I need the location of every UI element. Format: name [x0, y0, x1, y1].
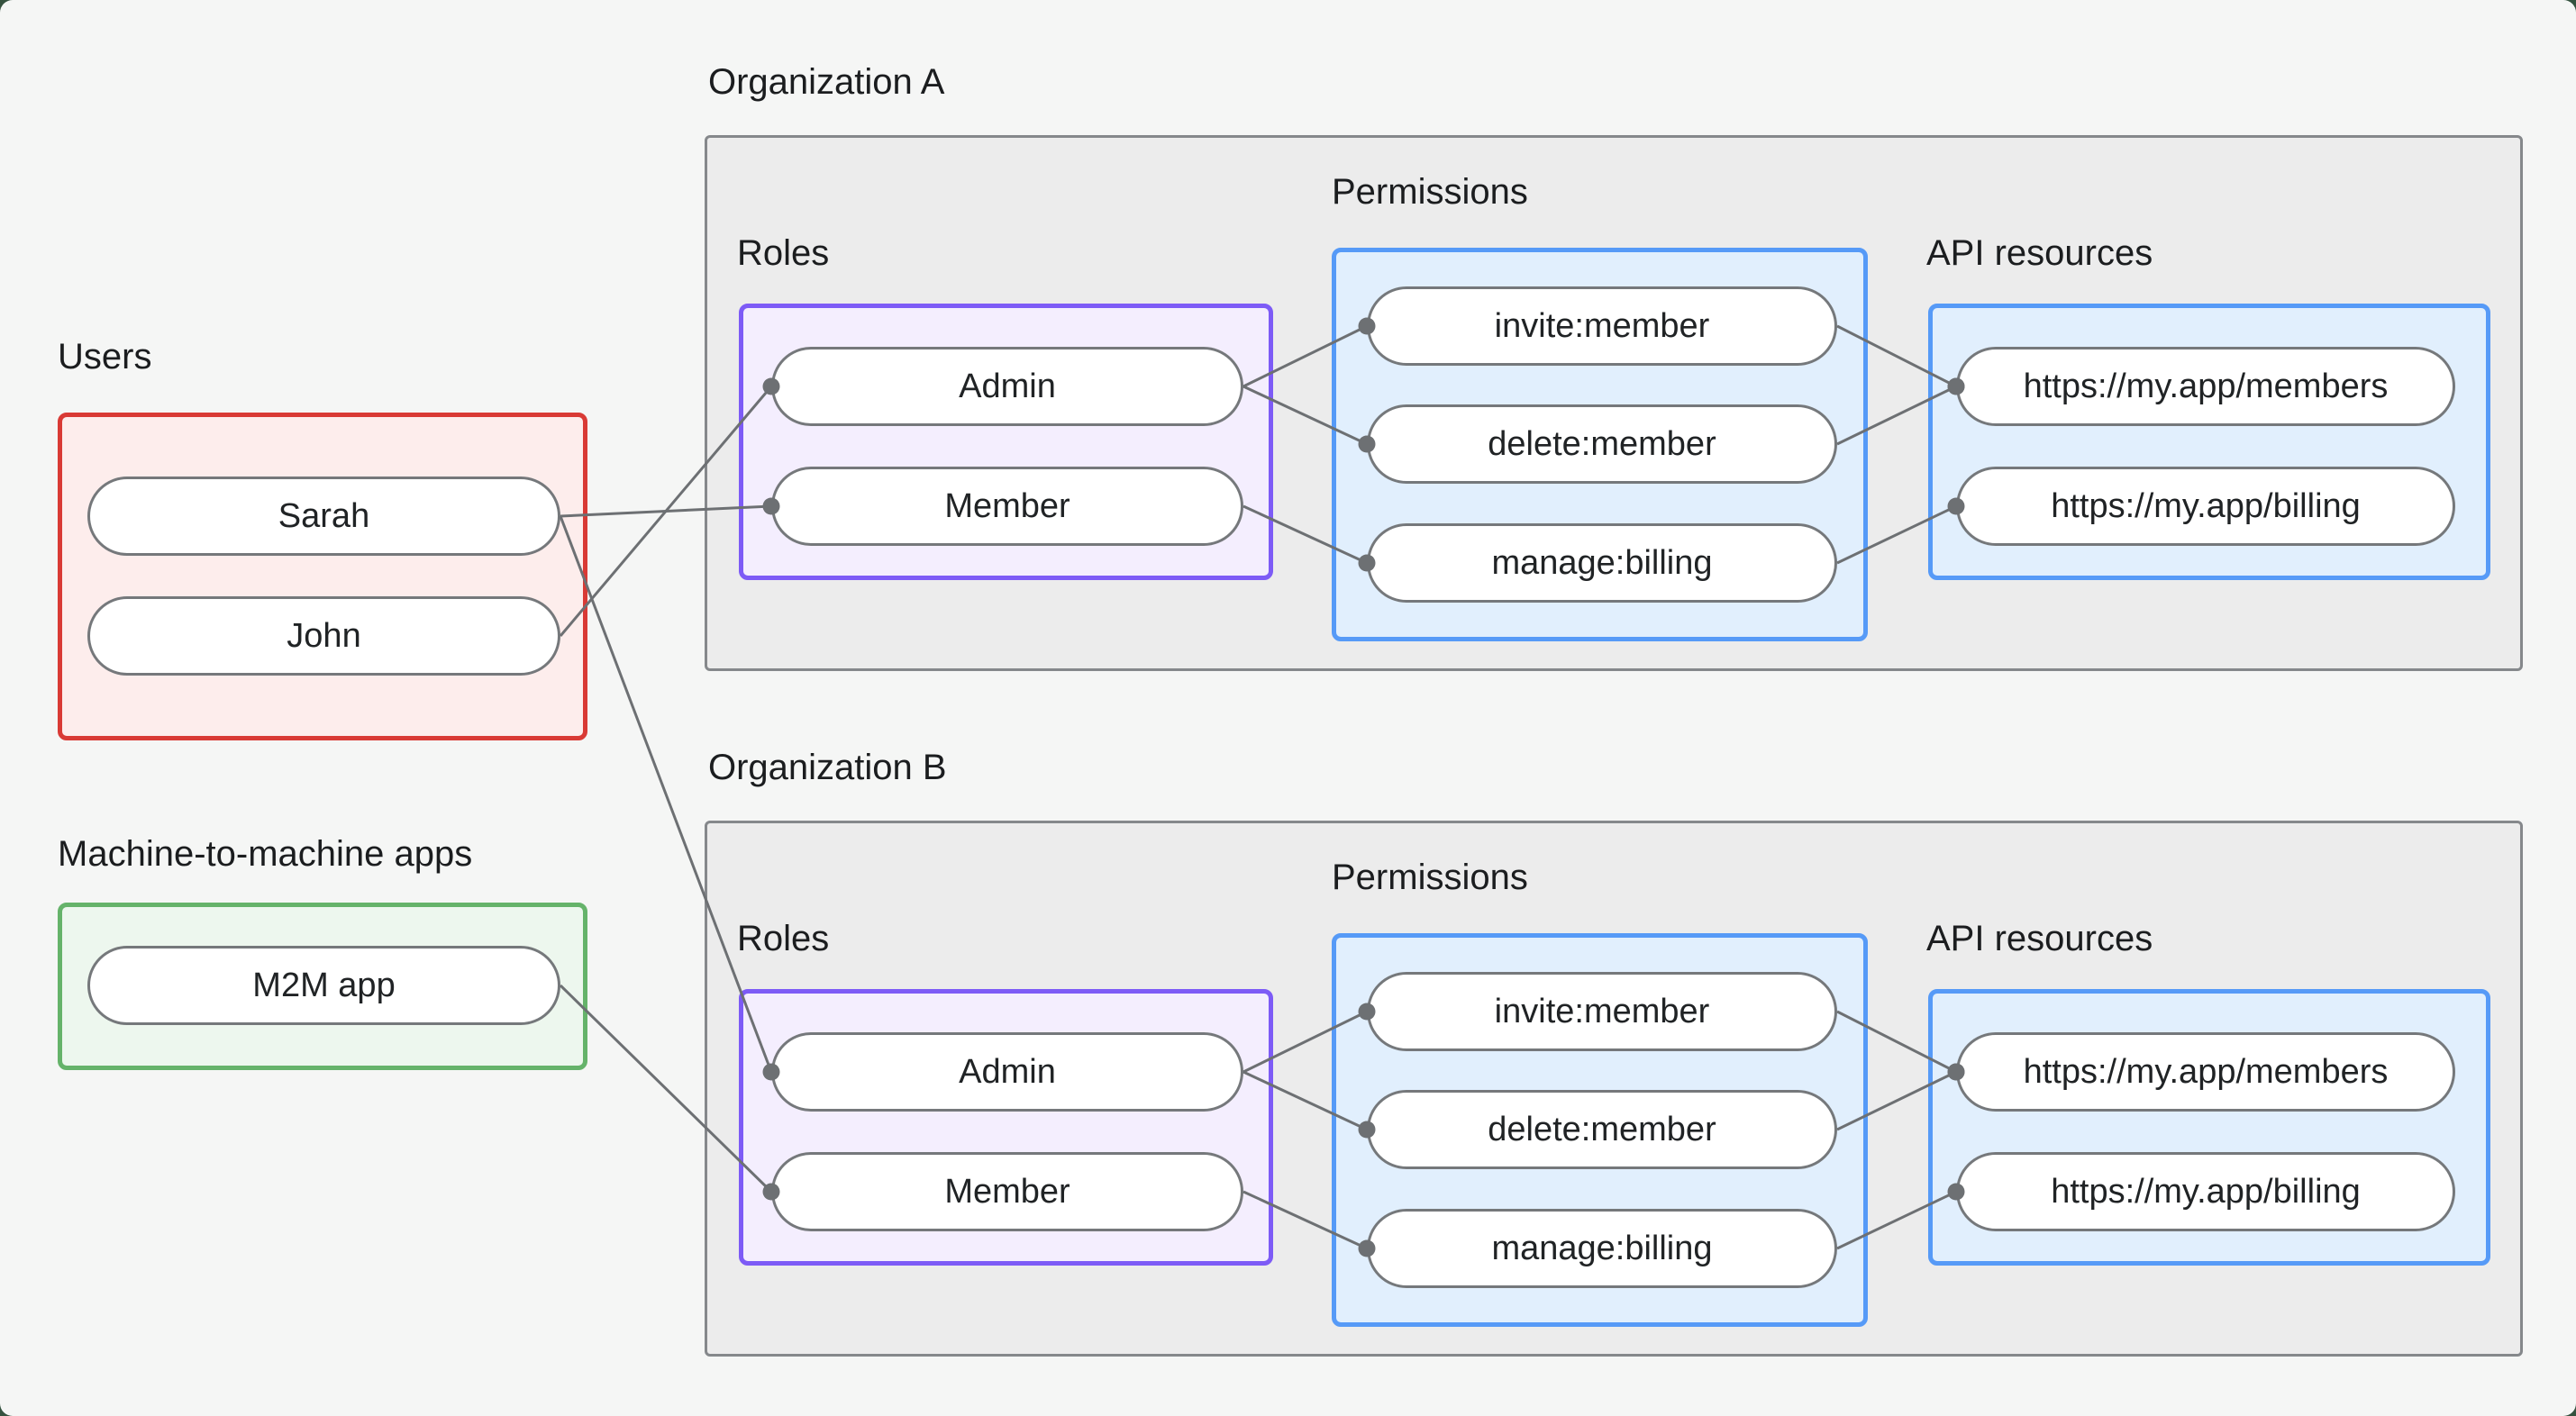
- users-group-label: Users: [58, 337, 152, 377]
- org-b-permissions-label: Permissions: [1332, 858, 1528, 897]
- user-node-john: John: [87, 596, 560, 676]
- org-a-roles-label: Roles: [737, 233, 830, 273]
- org-a-res-billing: https://my.app/billing: [1956, 467, 2455, 546]
- org-a-res-members: https://my.app/members: [1956, 347, 2455, 426]
- org-b-res-billing: https://my.app/billing: [1956, 1152, 2455, 1231]
- org-b-perm-manage: manage:billing: [1367, 1209, 1837, 1288]
- org-b-title: Organization B: [708, 748, 947, 787]
- org-a-permissions-label: Permissions: [1332, 172, 1528, 212]
- org-a-perm-manage: manage:billing: [1367, 523, 1837, 603]
- m2m-group-label: Machine-to-machine apps: [58, 834, 473, 874]
- org-b-perm-invite: invite:member: [1367, 972, 1837, 1051]
- org-a-role-admin: Admin: [771, 347, 1243, 426]
- org-b-role-admin: Admin: [771, 1032, 1243, 1112]
- user-node-sarah: Sarah: [87, 477, 560, 556]
- org-a-role-member: Member: [771, 467, 1243, 546]
- org-b-perm-delete: delete:member: [1367, 1090, 1837, 1169]
- org-a-api-label: API resources: [1926, 233, 2153, 273]
- org-a-perm-delete: delete:member: [1367, 404, 1837, 484]
- org-a-title: Organization A: [708, 62, 945, 102]
- org-b-res-members: https://my.app/members: [1956, 1032, 2455, 1112]
- m2m-app-node: M2M app: [87, 946, 560, 1025]
- org-b-api-label: API resources: [1926, 919, 2153, 958]
- org-a-perm-invite: invite:member: [1367, 286, 1837, 366]
- org-b-roles-label: Roles: [737, 919, 830, 958]
- org-b-role-member: Member: [771, 1152, 1243, 1231]
- users-group-box: [58, 413, 587, 740]
